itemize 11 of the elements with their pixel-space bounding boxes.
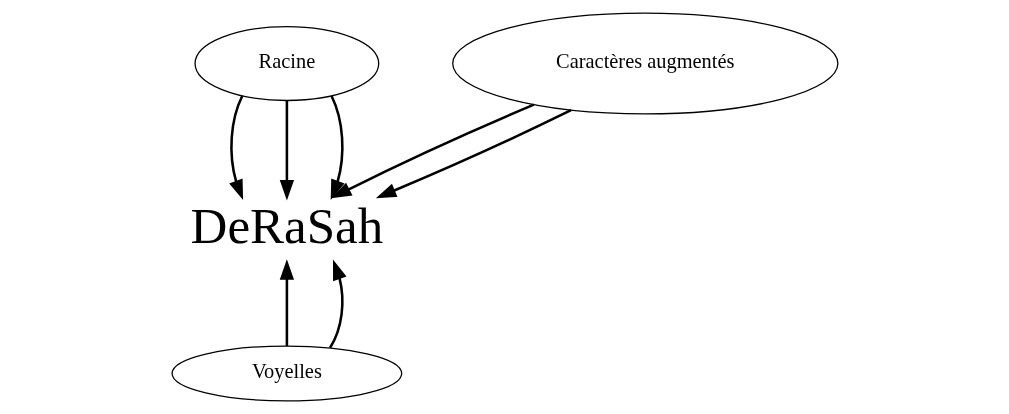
arrow (228, 95, 243, 201)
node-ellipse: Voyelles (170, 345, 402, 402)
node-ellipse: Caractères augmentés (451, 12, 839, 115)
arrow (328, 259, 347, 349)
arrow (279, 259, 294, 346)
arrow (375, 109, 572, 199)
node-ellipse: Racine (193, 25, 379, 102)
node-text: DeRaSah (190, 197, 383, 254)
arrow (279, 100, 294, 201)
arrow (330, 103, 534, 199)
arrow (329, 95, 345, 201)
